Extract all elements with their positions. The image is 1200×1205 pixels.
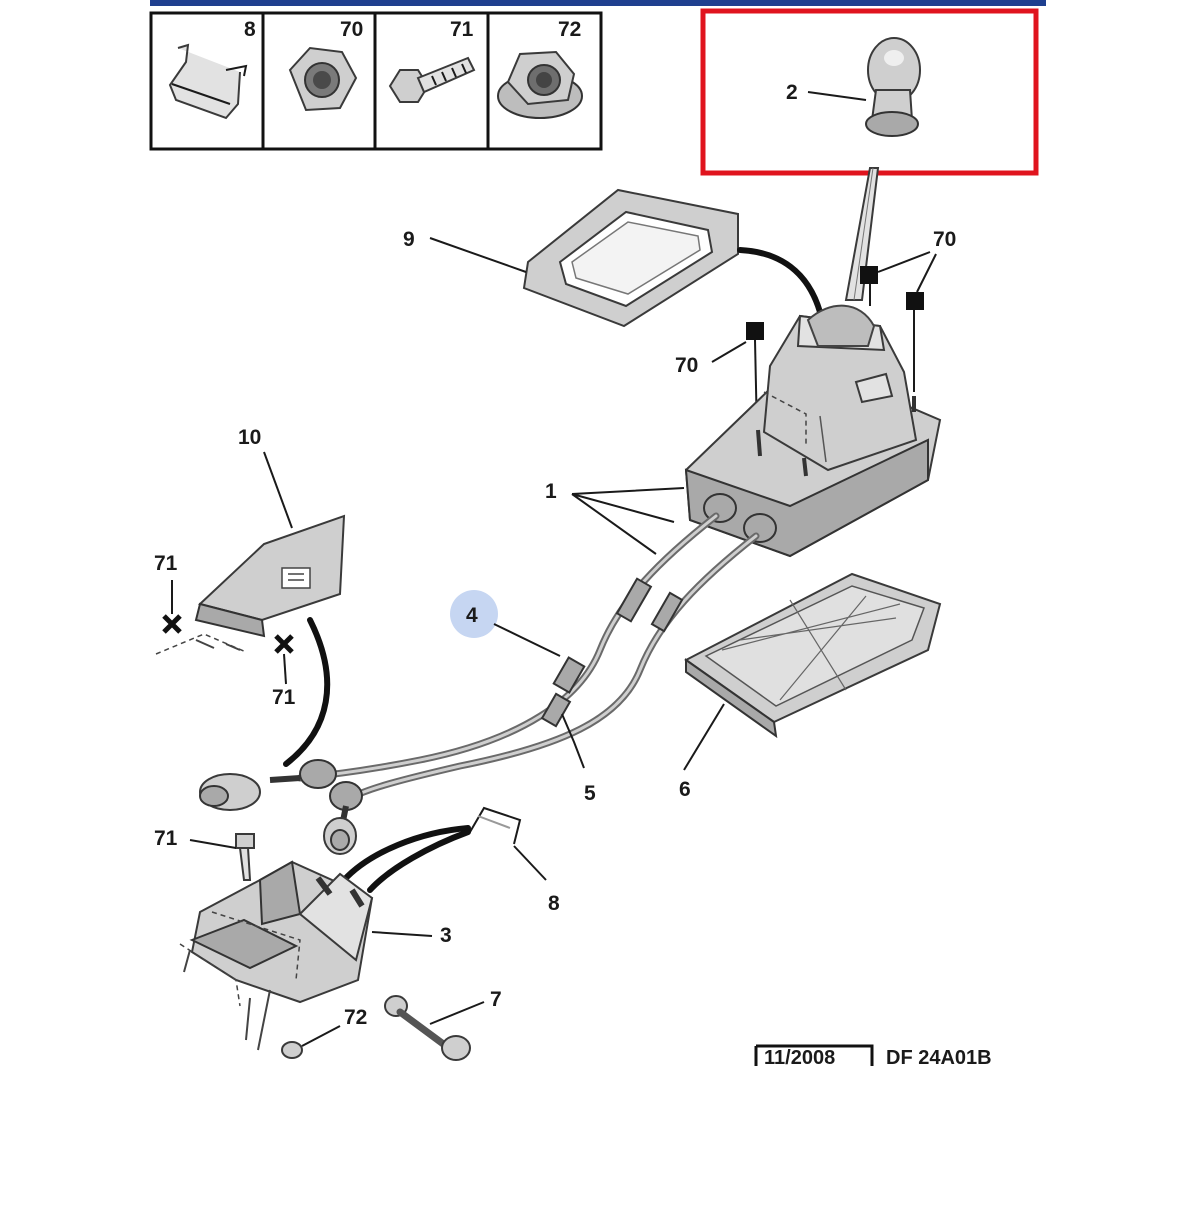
marker-70-c bbox=[746, 322, 764, 340]
shifter-housing bbox=[684, 304, 942, 558]
link-curve-10 bbox=[283, 617, 331, 767]
callout-72: 72 bbox=[344, 1006, 367, 1029]
callout-70-top: 70 bbox=[933, 228, 956, 251]
leader-5 bbox=[561, 713, 585, 769]
link-curve-8a bbox=[341, 825, 471, 883]
legend-box-70: 70 bbox=[288, 18, 363, 112]
callout-8: 8 bbox=[548, 892, 560, 915]
bracket-part bbox=[179, 860, 374, 1051]
boot-frame bbox=[522, 188, 739, 328]
leader-1 bbox=[571, 487, 685, 555]
hex-nut-icon bbox=[288, 46, 358, 112]
highlight-frame bbox=[700, 8, 1039, 176]
callout-71-lower: 71 bbox=[272, 686, 296, 709]
leader-10 bbox=[263, 451, 293, 529]
leader-4 bbox=[493, 623, 561, 657]
marker-70-b bbox=[906, 292, 924, 310]
gear-knob bbox=[865, 37, 921, 137]
callout-4-circle bbox=[450, 590, 498, 638]
callout-7: 7 bbox=[490, 988, 502, 1011]
base-cover bbox=[684, 572, 942, 739]
callout-3: 3 bbox=[440, 924, 452, 947]
link-curve-8b bbox=[367, 829, 471, 893]
x-mark-71-b bbox=[274, 634, 294, 654]
leader-70-top-b bbox=[916, 253, 937, 293]
retaining-clip-icon bbox=[168, 43, 248, 120]
legend-label-8: 8 bbox=[244, 18, 256, 41]
leader-71-lower bbox=[283, 653, 287, 685]
legend-box-8: 8 bbox=[168, 18, 256, 120]
legend-label-70: 70 bbox=[340, 18, 363, 41]
marker-70-a bbox=[860, 266, 878, 284]
shift-rod bbox=[844, 167, 880, 301]
legend-box-72: 72 bbox=[497, 18, 583, 119]
link-rod bbox=[384, 995, 471, 1061]
cables bbox=[199, 512, 760, 855]
hex-bolt-icon bbox=[388, 56, 476, 103]
legend-label-71: 71 bbox=[450, 18, 474, 41]
footer-ref: DF 24A01B bbox=[886, 1047, 992, 1069]
callout-1: 1 bbox=[545, 480, 557, 503]
callout-70-left: 70 bbox=[675, 354, 698, 377]
leader-8 bbox=[513, 845, 547, 881]
leader-6 bbox=[683, 703, 725, 771]
callout-4: 4 bbox=[466, 604, 478, 627]
callout-2: 2 bbox=[786, 81, 798, 104]
callout-71-bracket: 71 bbox=[154, 827, 178, 850]
heat-shield bbox=[155, 514, 346, 655]
legend-label-72: 72 bbox=[558, 18, 581, 41]
leader-72 bbox=[301, 1025, 341, 1047]
leader-3 bbox=[371, 931, 433, 937]
legend-panel: 8 70 71 72 bbox=[149, 11, 603, 151]
leader-9 bbox=[429, 237, 527, 273]
bracket-bolt bbox=[235, 833, 255, 881]
leader-2 bbox=[807, 91, 867, 101]
legend-box-71: 71 bbox=[388, 18, 476, 103]
leader-71-bracket bbox=[189, 839, 237, 849]
callout-9: 9 bbox=[403, 228, 415, 251]
bracket-nut bbox=[281, 1041, 303, 1059]
footer-date: 11/2008 bbox=[764, 1047, 835, 1069]
callout-5: 5 bbox=[584, 782, 596, 805]
callout-10: 10 bbox=[238, 426, 261, 449]
link-curve-9 bbox=[737, 247, 823, 315]
leader-7 bbox=[429, 1001, 485, 1025]
x-mark-71-a bbox=[162, 614, 182, 634]
callout-6: 6 bbox=[679, 778, 691, 801]
footer-reference: 11/2008 DF 24A01B bbox=[754, 1044, 992, 1069]
leader-70-top-a bbox=[877, 251, 931, 273]
callout-71-upper: 71 bbox=[154, 552, 178, 575]
flange-nut-icon bbox=[497, 50, 583, 119]
leader-70-left bbox=[711, 341, 747, 363]
clip-part bbox=[469, 806, 522, 845]
top-bar bbox=[150, 0, 1046, 6]
